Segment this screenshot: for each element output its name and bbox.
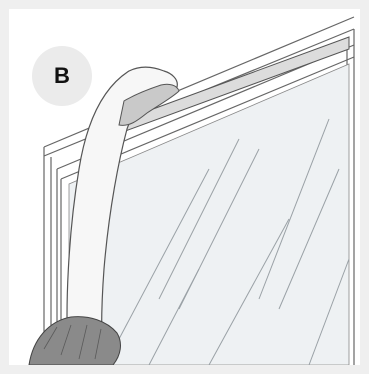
sleeve <box>29 317 120 365</box>
instruction-panel: B <box>9 9 360 365</box>
step-badge: B <box>32 46 92 106</box>
